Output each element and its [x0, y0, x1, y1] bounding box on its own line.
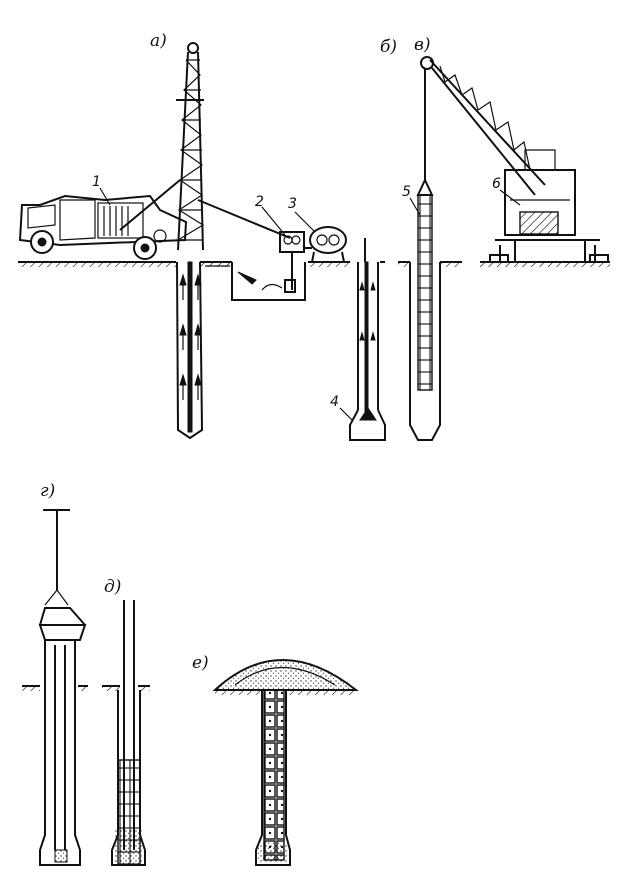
drilling-truck — [18, 179, 188, 260]
borehole-a — [176, 261, 204, 440]
leader-1 — [99, 187, 111, 206]
concrete-pile — [263, 689, 285, 861]
panel-label-v: в) — [414, 35, 431, 55]
leader-3 — [294, 211, 316, 233]
callout-5: 5 — [402, 184, 411, 200]
callout-6: 6 — [492, 176, 501, 192]
leader-4 — [339, 407, 353, 421]
crane — [420, 56, 609, 263]
slurry-pit — [205, 262, 306, 301]
borehole-with-reamer — [349, 238, 386, 441]
leader-5 — [409, 197, 421, 216]
leader-6 — [499, 189, 521, 206]
callout-1: 1 — [92, 174, 101, 190]
ground-hatch-b3 — [480, 262, 610, 267]
panel-label-b: б) — [380, 37, 397, 57]
callout-3: 3 — [288, 196, 297, 212]
panel-g-concrete-bucket — [22, 509, 88, 866]
flow-arrows-a — [179, 273, 202, 400]
ground-hatch-b1 — [398, 262, 410, 267]
panel-d-tremie — [102, 600, 150, 866]
panel-e-finished-pile — [212, 659, 359, 866]
leader-2 — [261, 206, 286, 236]
panel-label-g: г) — [40, 481, 55, 501]
panel-label-d: д) — [104, 577, 121, 597]
panel-a-drilling-rig — [18, 42, 386, 441]
ground-hatch-b2 — [440, 262, 462, 267]
slurry-mixer — [304, 226, 347, 263]
pump — [279, 231, 305, 290]
panel-label-e: е) — [192, 653, 209, 673]
callout-2: 2 — [255, 194, 264, 210]
panel-b-v-crane — [398, 56, 610, 441]
callout-4: 4 — [330, 394, 339, 410]
drilling-tower — [176, 42, 291, 251]
soil-mound — [212, 659, 359, 691]
borehole-with-cage — [409, 65, 441, 441]
panel-label-a: а) — [150, 31, 167, 51]
ground-hatch-a — [18, 262, 350, 267]
